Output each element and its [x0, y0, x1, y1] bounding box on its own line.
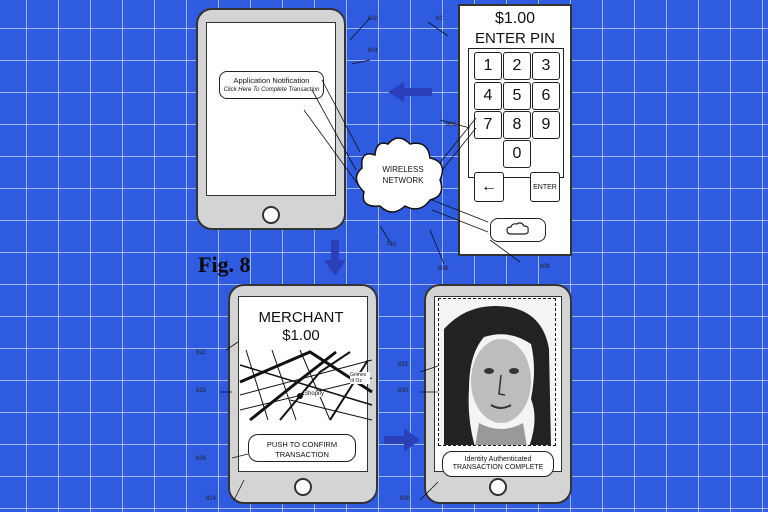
- ref-824: 824: [206, 496, 217, 502]
- ref-804: 804: [368, 48, 379, 54]
- cloud-icon: [506, 222, 529, 235]
- ref-82: 82: [436, 16, 443, 22]
- ref-740: 740: [386, 242, 397, 248]
- face-image: [444, 306, 551, 445]
- keypad: [468, 48, 564, 178]
- face-frame: [438, 298, 556, 446]
- pin-amount: $1.00: [494, 10, 536, 27]
- wireless-network-cloud: [355, 137, 444, 213]
- figure-label: Fig. 8: [198, 252, 251, 277]
- ref-830: 830: [398, 388, 409, 394]
- confirm-line2: TRANSACTION: [275, 450, 329, 459]
- application-notification[interactable]: Application Notification Click Here To C…: [219, 71, 324, 99]
- home-button[interactable]: [294, 478, 312, 496]
- map-label-grimes: Grimes of Oz: [350, 372, 370, 384]
- status-line1: Identity Authenticated: [464, 456, 532, 463]
- pin-title: ENTER PIN: [474, 30, 555, 47]
- home-button[interactable]: [262, 206, 280, 224]
- key-8[interactable]: 8: [503, 111, 531, 139]
- key-6[interactable]: 6: [532, 82, 560, 110]
- ref-806: 806: [438, 266, 449, 272]
- arrow-down-icon: [324, 240, 346, 276]
- key-3[interactable]: 3: [532, 52, 560, 80]
- merchant-title: MERCHANT: [258, 309, 344, 326]
- phone-notification: [196, 8, 346, 230]
- key-9[interactable]: 9: [532, 111, 560, 139]
- ref-822: 822: [196, 350, 207, 356]
- back-key[interactable]: ←: [474, 172, 504, 202]
- notification-title: Application Notification: [233, 76, 310, 85]
- merchant-amount: $1.00: [282, 327, 320, 344]
- cloud-line1: WIRELESS: [382, 165, 424, 174]
- ref-826: 826: [196, 456, 207, 462]
- key-5[interactable]: 5: [503, 82, 531, 110]
- key-1[interactable]: 1: [474, 52, 502, 80]
- push-to-confirm-button[interactable]: PUSH TO CONFIRM TRANSACTION: [248, 434, 356, 462]
- key-7[interactable]: 7: [474, 111, 502, 139]
- cloud-button[interactable]: [490, 218, 546, 242]
- ref-830-bottom: 830: [400, 496, 411, 502]
- home-button[interactable]: [489, 478, 507, 496]
- ref-810: 810: [368, 16, 379, 22]
- enter-key[interactable]: ENTER: [530, 172, 560, 202]
- phone-screen: [206, 22, 336, 196]
- map-label-shopify: Shopify: [304, 391, 325, 397]
- key-4[interactable]: 4: [474, 82, 502, 110]
- arrow-left-icon: [388, 82, 432, 102]
- ref-832: 832: [398, 362, 409, 368]
- status-line2: TRANSACTION COMPLETE: [452, 464, 544, 471]
- ref-802: 802: [446, 122, 457, 128]
- ref-820: 820: [196, 388, 207, 394]
- notification-subtitle: Click Here To Complete Transaction: [223, 87, 320, 93]
- confirm-line1: PUSH TO CONFIRM: [266, 440, 338, 449]
- transaction-status: Identity Authenticated TRANSACTION COMPL…: [442, 451, 554, 477]
- ref-808: 808: [540, 264, 551, 270]
- key-0[interactable]: 0: [503, 140, 531, 168]
- cloud-line2: NETWORK: [382, 176, 424, 185]
- key-2[interactable]: 2: [503, 52, 531, 80]
- arrow-right-icon: [384, 428, 420, 452]
